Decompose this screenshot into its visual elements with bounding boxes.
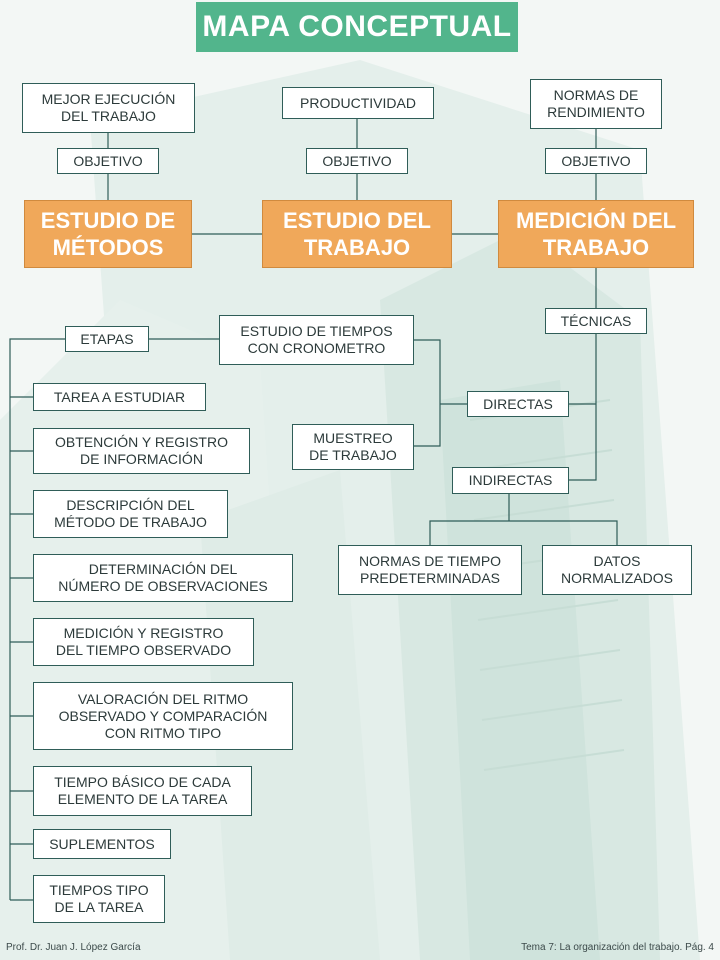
objetivo-box-2: OBJETIVO <box>306 148 408 174</box>
normas-predeterminadas-box: NORMAS DE TIEMPO PREDETERMINADAS <box>338 545 522 595</box>
estudio-metodos-box: ESTUDIO DE MÉTODOS <box>24 200 192 268</box>
etapa-item-6: VALORACIÓN DEL RITMO OBSERVADO Y COMPARA… <box>33 682 293 750</box>
etapa-item-1: TAREA A ESTUDIAR <box>33 383 206 411</box>
datos-normalizados-box: DATOS NORMALIZADOS <box>542 545 692 595</box>
etapa-item-2: OBTENCIÓN Y REGISTRO DE INFORMACIÓN <box>33 428 250 474</box>
etapa-item-3: DESCRIPCIÓN DEL MÉTODO DE TRABAJO <box>33 490 228 538</box>
etapa-item-7: TIEMPO BÁSICO DE CADA ELEMENTO DE LA TAR… <box>33 766 252 816</box>
medicion-trabajo-box: MEDICIÓN DEL TRABAJO <box>498 200 694 268</box>
productividad-box: PRODUCTIVIDAD <box>282 87 434 119</box>
indirectas-box: INDIRECTAS <box>452 467 569 494</box>
estudio-tiempos-box: ESTUDIO DE TIEMPOS CON CRONOMETRO <box>219 315 414 365</box>
etapa-item-8: SUPLEMENTOS <box>33 829 171 859</box>
etapa-item-4: DETERMINACIÓN DEL NÚMERO DE OBSERVACIONE… <box>33 554 293 602</box>
directas-box: DIRECTAS <box>467 391 569 417</box>
mejor-ejecucion-box: MEJOR EJECUCIÓN DEL TRABAJO <box>22 83 195 133</box>
tecnicas-box: TÉCNICAS <box>545 308 647 334</box>
footer-author: Prof. Dr. Juan J. López García <box>6 942 141 953</box>
etapa-item-9: TIEMPOS TIPO DE LA TAREA <box>33 875 165 923</box>
estudio-trabajo-box: ESTUDIO DEL TRABAJO <box>262 200 452 268</box>
objetivo-box-3: OBJETIVO <box>545 148 647 174</box>
objetivo-box-1: OBJETIVO <box>57 148 159 174</box>
etapas-box: ETAPAS <box>65 326 149 352</box>
page-title: MAPA CONCEPTUAL <box>196 2 518 52</box>
footer-page: Tema 7: La organización del trabajo. Pág… <box>521 942 714 953</box>
muestreo-box: MUESTREO DE TRABAJO <box>292 424 414 470</box>
etapa-item-5: MEDICIÓN Y REGISTRO DEL TIEMPO OBSERVADO <box>33 618 254 666</box>
normas-rendimiento-box: NORMAS DE RENDIMIENTO <box>530 79 662 129</box>
